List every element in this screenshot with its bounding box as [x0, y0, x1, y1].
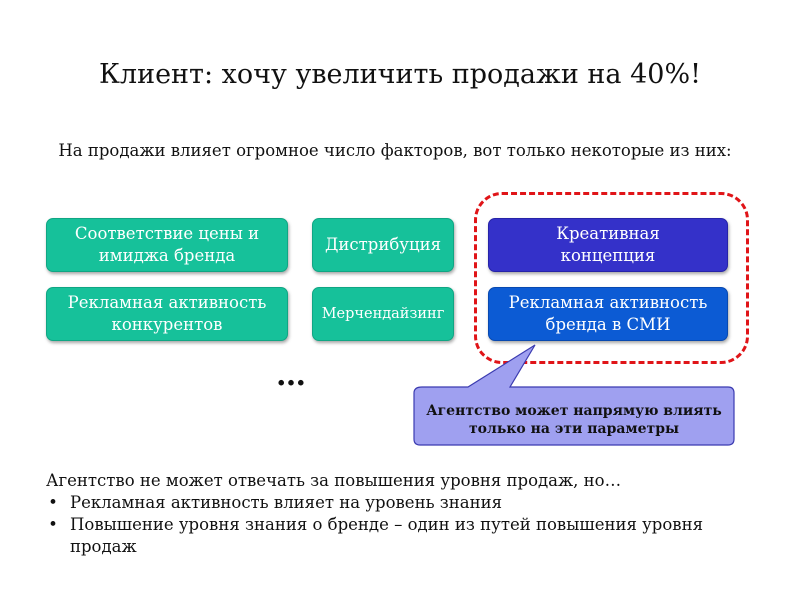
factor-creative-concept: Креативная концепция — [488, 218, 728, 272]
bullet-text: Рекламная активность влияет на уровень з… — [70, 493, 503, 512]
slide-subtitle: На продажи влияет огромное число факторо… — [58, 141, 732, 160]
factor-label: Мерчендайзинг — [321, 306, 445, 322]
bullet-text: Повышение уровня знания о бренде – один … — [70, 515, 704, 556]
factor-label: Дистрибуция — [325, 235, 441, 254]
bullet-item: • Рекламная активность влияет на уровень… — [46, 492, 766, 514]
factor-merchandising: Мерчендайзинг — [312, 287, 454, 341]
bullet-dot-icon: • — [48, 493, 58, 512]
factor-label: Рекламная активность конкурентов — [67, 293, 267, 334]
bullet-dot-icon: • — [48, 515, 58, 534]
factor-label: Креативная концепция — [556, 224, 660, 265]
bullet-item: • Повышение уровня знания о бренде – оди… — [46, 514, 766, 558]
bottom-text-block: Агентство не может отвечать за повышения… — [46, 470, 766, 558]
bullet-list: • Рекламная активность влияет на уровень… — [46, 492, 766, 558]
factor-competitor-advertising: Рекламная активность конкурентов — [46, 287, 288, 341]
factor-price-image-fit: Соответствие цены и имиджа бренда — [46, 218, 288, 272]
factor-brand-media-advertising: Рекламная активность бренда в СМИ — [488, 287, 728, 341]
factor-label: Соответствие цены и имиджа бренда — [74, 224, 260, 265]
callout-text: Агентство может напрямую влиять только н… — [426, 403, 722, 437]
ellipsis-marker: … — [276, 358, 308, 393]
bottom-lead: Агентство не может отвечать за повышения… — [46, 471, 622, 490]
slide-title: Клиент: хочу увеличить продажи на 40%! — [99, 59, 701, 90]
factor-label: Рекламная активность бренда в СМИ — [508, 293, 708, 334]
highlight-frame — [474, 192, 749, 364]
factor-distribution: Дистрибуция — [312, 218, 454, 272]
